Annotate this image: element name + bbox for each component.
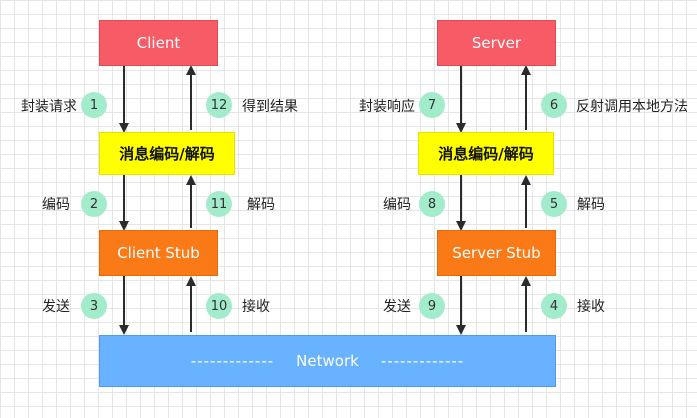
- step-10-badge: 10: [206, 293, 232, 319]
- server-codec-label: 消息编码/解码: [438, 145, 534, 163]
- client-stub-box: Client Stub: [99, 230, 218, 276]
- client-label: Client: [136, 34, 181, 52]
- network-dashes-left: -------------: [190, 352, 275, 370]
- step-7-label: 封装响应: [359, 99, 415, 115]
- step-1-label: 封装请求: [21, 99, 77, 115]
- server-stub-label: Server Stub: [452, 244, 541, 262]
- step-6-badge: 6: [541, 92, 567, 118]
- server-box: Server: [437, 20, 556, 66]
- step-11-label: 解码: [247, 197, 275, 213]
- step-5-label: 解码: [577, 197, 605, 213]
- server-label: Server: [471, 34, 522, 52]
- step-3-badge: 3: [81, 293, 107, 319]
- step-11-badge: 11: [206, 191, 232, 217]
- step-5-badge: 5: [541, 191, 567, 217]
- client-codec-box: 消息编码/解码: [99, 132, 235, 175]
- step-12-label: 得到结果: [242, 99, 298, 115]
- step-12-badge: 12: [206, 92, 232, 118]
- step-7-badge: 7: [419, 92, 445, 118]
- step-6-label: 反射调用本地方法: [576, 99, 688, 115]
- step-10-label: 接收: [242, 299, 270, 315]
- step-9-badge: 9: [419, 293, 445, 319]
- network-dashes-right: -------------: [380, 352, 465, 370]
- step-9-label: 发送: [383, 299, 411, 315]
- step-8-label: 编码: [383, 197, 411, 213]
- server-stub-box: Server Stub: [437, 230, 556, 276]
- step-3-label: 发送: [42, 299, 70, 315]
- network-box: ------------- Network -------------: [99, 335, 556, 387]
- step-8-badge: 8: [419, 191, 445, 217]
- step-2-badge: 2: [81, 191, 107, 217]
- step-4-label: 接收: [577, 299, 605, 315]
- server-codec-box: 消息编码/解码: [418, 132, 554, 175]
- step-2-label: 编码: [42, 197, 70, 213]
- client-codec-label: 消息编码/解码: [119, 145, 215, 163]
- client-stub-label: Client Stub: [117, 244, 200, 262]
- step-4-badge: 4: [541, 293, 567, 319]
- client-box: Client: [99, 20, 218, 66]
- network-label: Network: [296, 352, 359, 370]
- step-1-badge: 1: [81, 92, 107, 118]
